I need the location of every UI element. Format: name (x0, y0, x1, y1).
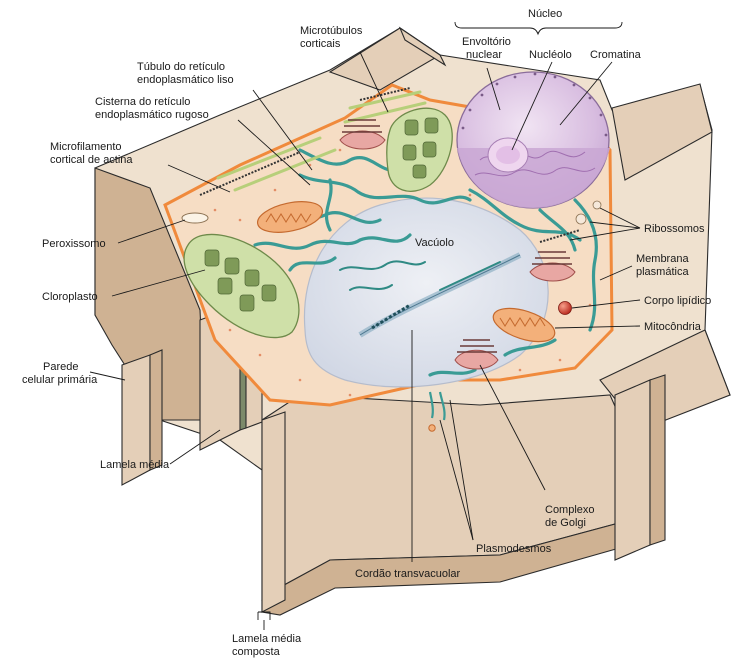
label-lamela-composta-line2: composta (232, 646, 281, 658)
label-membrana-line1: Membrana (636, 253, 689, 265)
label-mitocondria: Mitocôndria (644, 321, 702, 333)
label-microtubulos-line1: Microtúbulos (300, 25, 363, 37)
label-nucleo: Núcleo (528, 8, 562, 20)
label-cisterna-line1: Cisterna do retículo (95, 96, 190, 108)
label-tubulo-line1: Túbulo do retículo (137, 61, 225, 73)
label-ribossomos: Ribossomos (644, 223, 705, 235)
label-nucleolo: Nucléolo (529, 49, 572, 61)
label-envoltorio-nuclear-line1: Envoltório (462, 36, 511, 48)
peroxisome (182, 213, 208, 223)
label-parede-line1: Parede (43, 361, 78, 373)
label-lamela-media: Lamela média (100, 459, 170, 471)
label-lamela-composta-line1: Lamela média (232, 633, 302, 645)
vacuole (304, 198, 548, 387)
label-complexo-golgi-line1: Complexo (545, 504, 595, 516)
label-vacuolo: Vacúolo (415, 237, 454, 249)
label-microfilamento-line1: Microfilamento (50, 141, 122, 153)
label-cordao-transvacuolar: Cordão transvacuolar (355, 568, 461, 580)
label-microtubulos-line2: corticais (300, 38, 341, 50)
label-plasmodesmos: Plasmodesmos (476, 543, 552, 555)
lipid-body (559, 302, 572, 315)
label-corpo-lipidico: Corpo lipídico (644, 295, 711, 307)
label-cromatina: Cromatina (590, 49, 642, 61)
label-microfilamento-line2: cortical de actina (50, 154, 133, 166)
label-membrana-line2: plasmática (636, 266, 689, 278)
label-peroxissomo: Peroxissomo (42, 238, 106, 250)
label-complexo-golgi-line2: de Golgi (545, 517, 586, 529)
label-tubulo-line2: endoplasmático liso (137, 74, 234, 86)
label-cloroplasto: Cloroplasto (42, 291, 98, 303)
label-cisterna-line2: endoplasmático rugoso (95, 109, 209, 121)
label-envoltorio-nuclear-line2: nuclear (466, 49, 502, 61)
label-parede-line2: celular primária (22, 374, 98, 386)
